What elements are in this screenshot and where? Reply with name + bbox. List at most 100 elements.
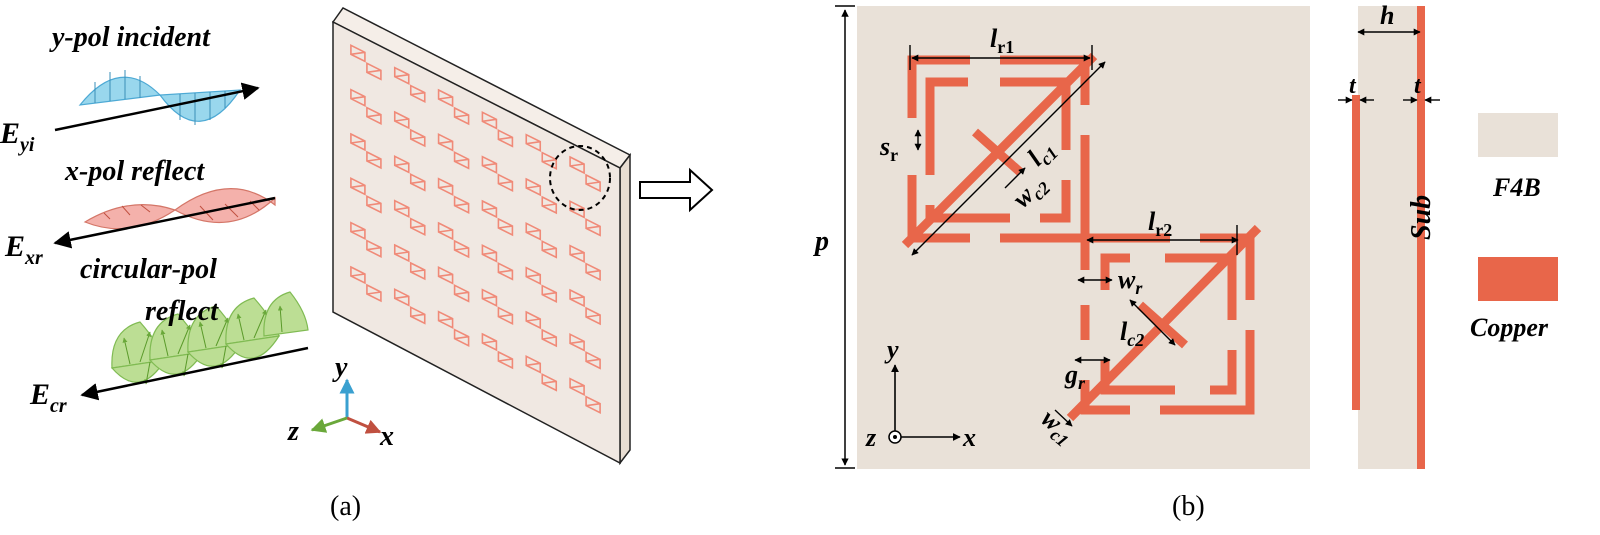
unit-cell-mark <box>453 151 470 170</box>
axis-y-label-b: y <box>884 335 899 364</box>
unit-cell-mark <box>481 332 498 352</box>
panel-a: y-pol incident Eyi x-pol reflect Exr <box>0 7 714 522</box>
circular-title-line1: circular-pol <box>80 254 217 285</box>
legend-label-f4b: F4B <box>1492 173 1541 202</box>
unit-cell-mark <box>393 66 410 85</box>
x-reflect-wave: x-pol reflect Exr <box>4 156 276 269</box>
lr2-label: lr2 <box>1148 207 1172 240</box>
unit-cell-mark <box>350 221 366 240</box>
unit-cell-mark <box>497 173 514 192</box>
caption-a: (a) <box>330 491 361 522</box>
unit-cell-grid <box>350 44 601 414</box>
t-label-left: t <box>1349 73 1357 99</box>
lc2-label: lc2 <box>1120 317 1144 350</box>
caption-b: (b) <box>1172 491 1205 522</box>
unit-cell-mark <box>366 62 382 81</box>
legend-swatch-copper <box>1478 257 1558 301</box>
unit-cell-mark <box>453 239 470 259</box>
axis-z-label-b: z <box>865 423 877 452</box>
axes-triad-b: y x z <box>865 335 976 452</box>
unit-cell-mark <box>481 199 498 219</box>
axis-x-label-b: x <box>962 423 976 452</box>
x-reflect-field-label: Exr <box>4 230 43 269</box>
metasurface-board <box>331 7 632 466</box>
unit-cell-mark <box>541 195 558 215</box>
unit-cell-mark <box>481 111 498 130</box>
unit-cell-mark <box>453 328 470 347</box>
unit-cell-mark <box>453 195 470 214</box>
unit-cell-mark <box>393 288 410 307</box>
unit-cell-mark <box>541 151 558 170</box>
unit-cell-mark <box>437 310 454 329</box>
unit-cell-mark <box>585 351 601 370</box>
dimensions-lower <box>1054 225 1239 427</box>
unit-cell-mark <box>409 261 426 281</box>
unit-cell-mark <box>497 262 514 281</box>
unit-cell-mark <box>497 217 514 237</box>
copper-ground-layer <box>1417 6 1425 469</box>
unit-cell-mark <box>350 132 366 152</box>
unit-cell-mark <box>409 128 426 148</box>
unit-cell-mark <box>525 222 542 241</box>
zoom-circle <box>549 145 611 211</box>
legend: F4B Copper <box>1470 113 1558 342</box>
panel-b: p lr1 l <box>813 1 1558 522</box>
side-view: h t t Sub <box>1338 1 1440 469</box>
unit-cell-mark <box>481 155 498 174</box>
axis-z-label-a: z <box>287 416 299 447</box>
unit-cell-mark <box>437 88 454 108</box>
unit-cell-mark <box>497 306 514 325</box>
unit-cell-mark <box>585 173 601 193</box>
unit-cell-mark <box>481 244 498 263</box>
incident-wave: y-pol incident Eyi <box>0 22 260 156</box>
unit-cell-mark <box>541 284 558 303</box>
circular-title-line2: reflect <box>145 296 219 327</box>
sub-label: Sub <box>1406 195 1437 240</box>
unit-cell-mark <box>437 133 454 152</box>
incident-field-label: Eyi <box>0 117 35 156</box>
unit-cell-mark <box>453 284 470 303</box>
gr-label: gr <box>1064 360 1086 393</box>
unit-cell-mark <box>569 244 585 263</box>
unit-cell-mark <box>525 310 542 330</box>
unit-cell-mark <box>366 150 382 170</box>
unit-cell-mark <box>585 262 601 281</box>
dimensions-upper <box>909 45 1106 256</box>
p-label: p <box>813 226 829 257</box>
unit-cell-mark <box>366 239 382 258</box>
unit-cell-mark <box>350 177 366 196</box>
unit-cell-mark <box>437 266 454 285</box>
wr-label: wr <box>1118 265 1143 298</box>
unit-cell-mark <box>366 195 382 214</box>
unit-cell-mark <box>525 177 542 197</box>
unit-cell-mark <box>350 44 366 63</box>
unit-cell-mark <box>350 265 366 285</box>
unit-cell-mark <box>437 177 454 196</box>
axis-x-label-a: x <box>379 421 394 452</box>
unit-cell-mark <box>585 218 601 237</box>
zoom-arrow <box>639 167 714 213</box>
unit-cell-mark <box>569 288 585 308</box>
unit-cell-mark <box>497 350 514 370</box>
unit-cell-mark <box>393 110 410 130</box>
unit-cell-mark <box>569 377 585 396</box>
h-label: h <box>1380 1 1394 30</box>
x-reflect-title: x-pol reflect <box>64 156 205 187</box>
unit-cell-mark <box>409 84 426 103</box>
circular-reflect-wave: circular-pol reflect Ecr <box>29 254 309 417</box>
axis-y-label-a: y <box>332 352 348 383</box>
unit-cell-mark <box>585 306 601 326</box>
unit-cell-mark <box>585 395 601 414</box>
unit-cell-mark <box>569 155 585 175</box>
unit-cell-mark <box>541 328 558 348</box>
axes-triad-a: y x z <box>287 352 394 452</box>
incident-title: y-pol incident <box>49 22 211 53</box>
copper-top-layer <box>1352 95 1360 410</box>
unit-cell-mark <box>525 266 542 285</box>
sr-label: sr <box>879 132 898 165</box>
unit-cell-mark <box>453 106 470 126</box>
t-label-right: t <box>1414 73 1422 99</box>
circular-field-label: Ecr <box>29 378 67 417</box>
unit-cell-mark <box>409 306 426 325</box>
